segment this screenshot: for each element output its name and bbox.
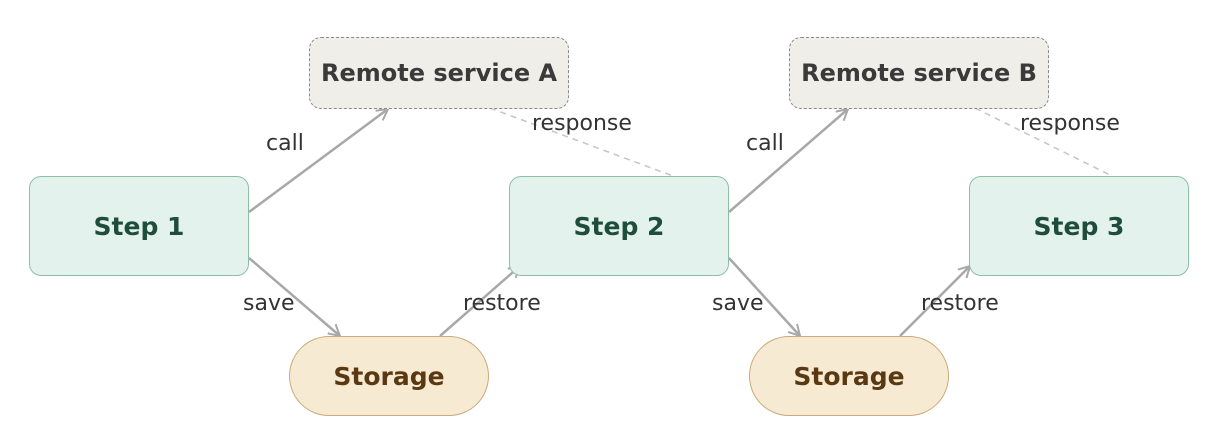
save-arrow-1 <box>248 257 340 336</box>
response-label-a: response <box>532 111 632 136</box>
save-label-1: save <box>243 291 295 316</box>
remote-service-b-label: Remote service B <box>801 59 1037 87</box>
response-label-b: response <box>1020 111 1120 136</box>
step-3-box: Step 3 <box>969 176 1189 276</box>
call-arrow-b <box>728 109 848 213</box>
remote-service-a-label: Remote service A <box>320 59 558 87</box>
storage-1-label: Storage <box>333 361 445 391</box>
storage-2: Storage <box>749 336 949 416</box>
call-label-a: call <box>266 131 304 156</box>
step-3-label: Step 3 <box>1033 211 1125 241</box>
restore-label-2: restore <box>921 291 999 316</box>
restore-arrow-1 <box>439 266 520 337</box>
step-1-box: Step 1 <box>29 176 249 276</box>
remote-service-b: Remote service B <box>789 37 1049 109</box>
response-line-b <box>974 107 1113 177</box>
remote-service-a: Remote service A <box>309 37 569 109</box>
call-arrow-a <box>248 109 388 214</box>
save-arrow-2 <box>728 257 800 336</box>
step-2-box: Step 2 <box>509 176 729 276</box>
storage-2-label: Storage <box>793 361 905 391</box>
step-2-label: Step 2 <box>573 211 665 241</box>
save-label-2: save <box>712 291 764 316</box>
step-1-label: Step 1 <box>93 211 185 241</box>
call-label-b: call <box>746 131 784 156</box>
storage-1: Storage <box>289 336 489 416</box>
restore-arrow-2 <box>899 266 970 337</box>
restore-label-1: restore <box>463 291 541 316</box>
